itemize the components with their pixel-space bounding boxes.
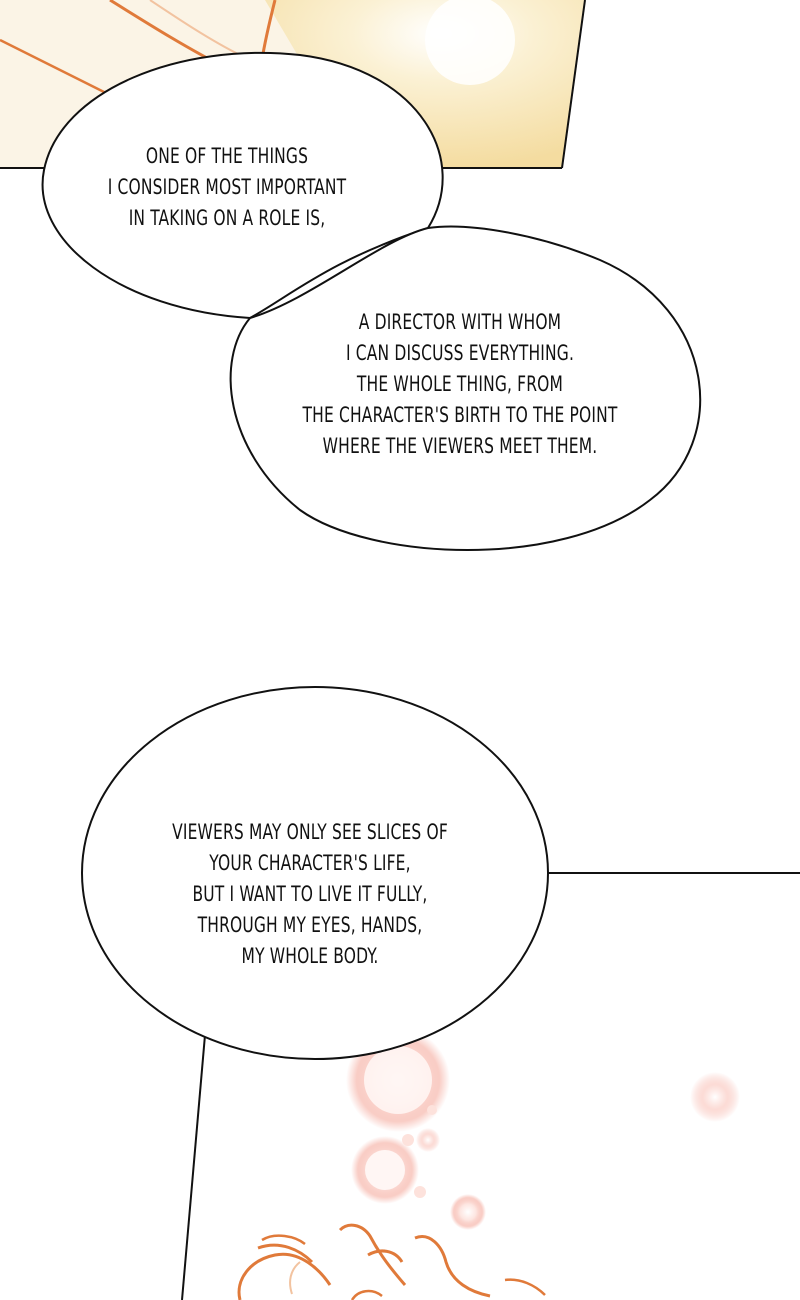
bubble-line: IN TAKING ON A ROLE IS, [128, 206, 326, 230]
bubble-line: BUT I WANT TO LIVE IT FULLY, [192, 882, 428, 906]
glow-orb [690, 1072, 740, 1122]
bubble-line: VIEWERS MAY ONLY SEE SLICES OF [172, 820, 448, 844]
speech-bubble-3-text: VIEWERS MAY ONLY SEE SLICES OF YOUR CHAR… [138, 817, 482, 972]
glow-orb [450, 1194, 486, 1230]
bubble-line: THE WHOLE THING, FROM [356, 372, 564, 396]
bottom-panel [181, 872, 800, 1300]
bubble-line: I CONSIDER MOST IMPORTANT [107, 175, 347, 199]
bubble-line: YOUR CHARACTER'S LIFE, [209, 851, 411, 875]
speech-bubble-3 [81, 686, 549, 1060]
speech-bubble-1 [41, 51, 444, 320]
bubble-line: A DIRECTOR WITH WHOM [358, 310, 562, 334]
bubble-line: MY WHOLE BODY. [241, 944, 379, 968]
speech-bubble-2-text: A DIRECTOR WITH WHOM I CAN DISCUSS EVERY… [288, 307, 632, 462]
speech-bubble-2 [229, 225, 702, 551]
speech-bubble-1-text: ONE OF THE THINGS I CONSIDER MOST IMPORT… [75, 141, 378, 234]
bubble-line: ONE OF THE THINGS [145, 144, 309, 168]
bubble-line: I CAN DISCUSS EVERYTHING. [345, 341, 575, 365]
bubble-line: THE CHARACTER'S BIRTH TO THE POINT [302, 403, 618, 427]
bubble-line: WHERE THE VIEWERS MEET THEM. [322, 434, 598, 458]
bubble-line: THROUGH MY EYES, HANDS, [197, 913, 423, 937]
